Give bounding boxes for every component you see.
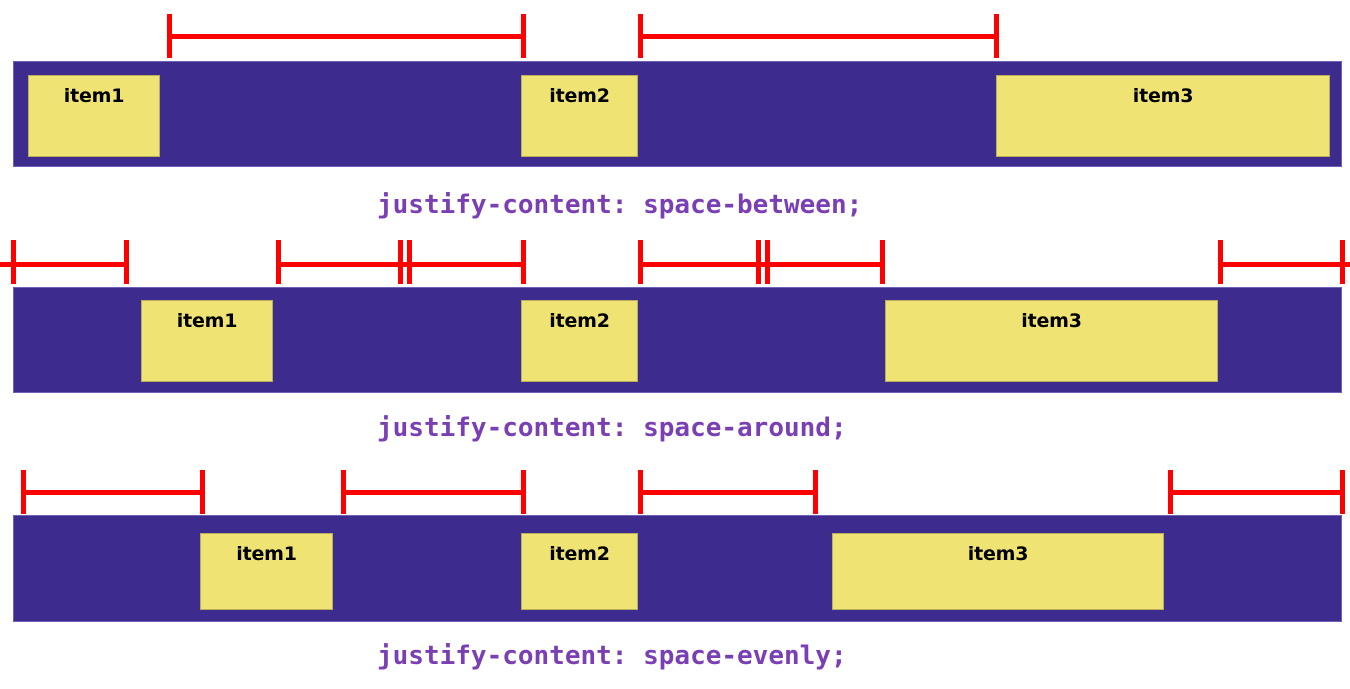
- measure-tick: [276, 240, 281, 284]
- caption-space-evenly: justify-content: space-evenly;: [377, 641, 847, 671]
- measure-tick: [994, 14, 999, 58]
- flex-item: item3: [832, 533, 1164, 610]
- flex-item: item2: [521, 75, 638, 157]
- measure-rule: [1168, 490, 1345, 495]
- measure-tick: [21, 470, 26, 514]
- flex-item-label: item2: [549, 85, 610, 107]
- measure-rule: [638, 34, 999, 39]
- measure-tick: [638, 240, 643, 284]
- measure-tick: [638, 14, 643, 58]
- caption-space-around: justify-content: space-around;: [377, 413, 847, 443]
- flex-item: item1: [200, 533, 333, 610]
- measure-tick: [1168, 470, 1173, 514]
- measure-tick: [880, 240, 885, 284]
- measure-tick: [341, 470, 346, 514]
- measure-rule: [167, 34, 526, 39]
- flex-item-label: item3: [1132, 85, 1194, 107]
- measure-rule: [1218, 262, 1350, 267]
- flex-item-label: item1: [176, 310, 238, 332]
- measure-tick: [638, 470, 643, 514]
- flex-item-label: item1: [63, 85, 125, 107]
- measure-rule: [0, 262, 129, 267]
- measure-tick: [124, 240, 129, 284]
- measure-tick: [407, 240, 412, 284]
- flex-item-label: item3: [967, 543, 1029, 565]
- measure-rule: [638, 262, 885, 267]
- flex-item: item3: [996, 75, 1330, 157]
- flex-item-label: item1: [236, 543, 297, 565]
- flex-item-label: item3: [1021, 310, 1082, 332]
- flex-item-label: item2: [549, 543, 610, 565]
- measure-tick: [813, 470, 818, 514]
- measure-tick: [521, 14, 526, 58]
- measure-tick: [521, 470, 526, 514]
- caption-space-between: justify-content: space-between;: [377, 190, 863, 220]
- flex-item: item2: [521, 300, 638, 382]
- measure-rule: [21, 490, 205, 495]
- flex-item-label: item2: [549, 310, 610, 332]
- measure-tick: [1340, 240, 1345, 284]
- measure-rule: [341, 490, 526, 495]
- measure-tick: [11, 240, 16, 284]
- measure-tick: [167, 14, 172, 58]
- measure-tick: [756, 240, 761, 284]
- flex-item: item1: [141, 300, 273, 382]
- flex-item: item3: [885, 300, 1218, 382]
- measure-tick: [1218, 240, 1223, 284]
- measure-tick: [765, 240, 770, 284]
- measure-tick: [1340, 470, 1345, 514]
- flex-item: item1: [28, 75, 160, 157]
- measure-rule: [638, 490, 818, 495]
- measure-tick: [200, 470, 205, 514]
- measure-tick: [398, 240, 403, 284]
- flex-item: item2: [521, 533, 638, 610]
- measure-tick: [521, 240, 526, 284]
